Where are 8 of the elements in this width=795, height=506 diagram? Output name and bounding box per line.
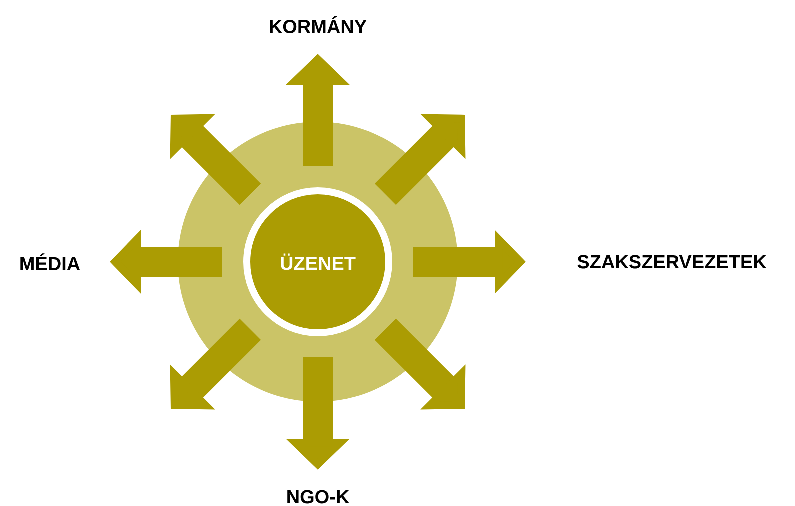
label: KORMÁNY bbox=[270, 16, 367, 34]
arrow bbox=[374, 318, 466, 410]
label: NGO-K bbox=[288, 490, 350, 504]
arrow bbox=[170, 114, 262, 206]
label: MÉDIA bbox=[20, 254, 80, 270]
arrow bbox=[374, 114, 466, 206]
arrow bbox=[170, 318, 262, 410]
label: SZAKSZERVEZETEK bbox=[578, 255, 767, 269]
